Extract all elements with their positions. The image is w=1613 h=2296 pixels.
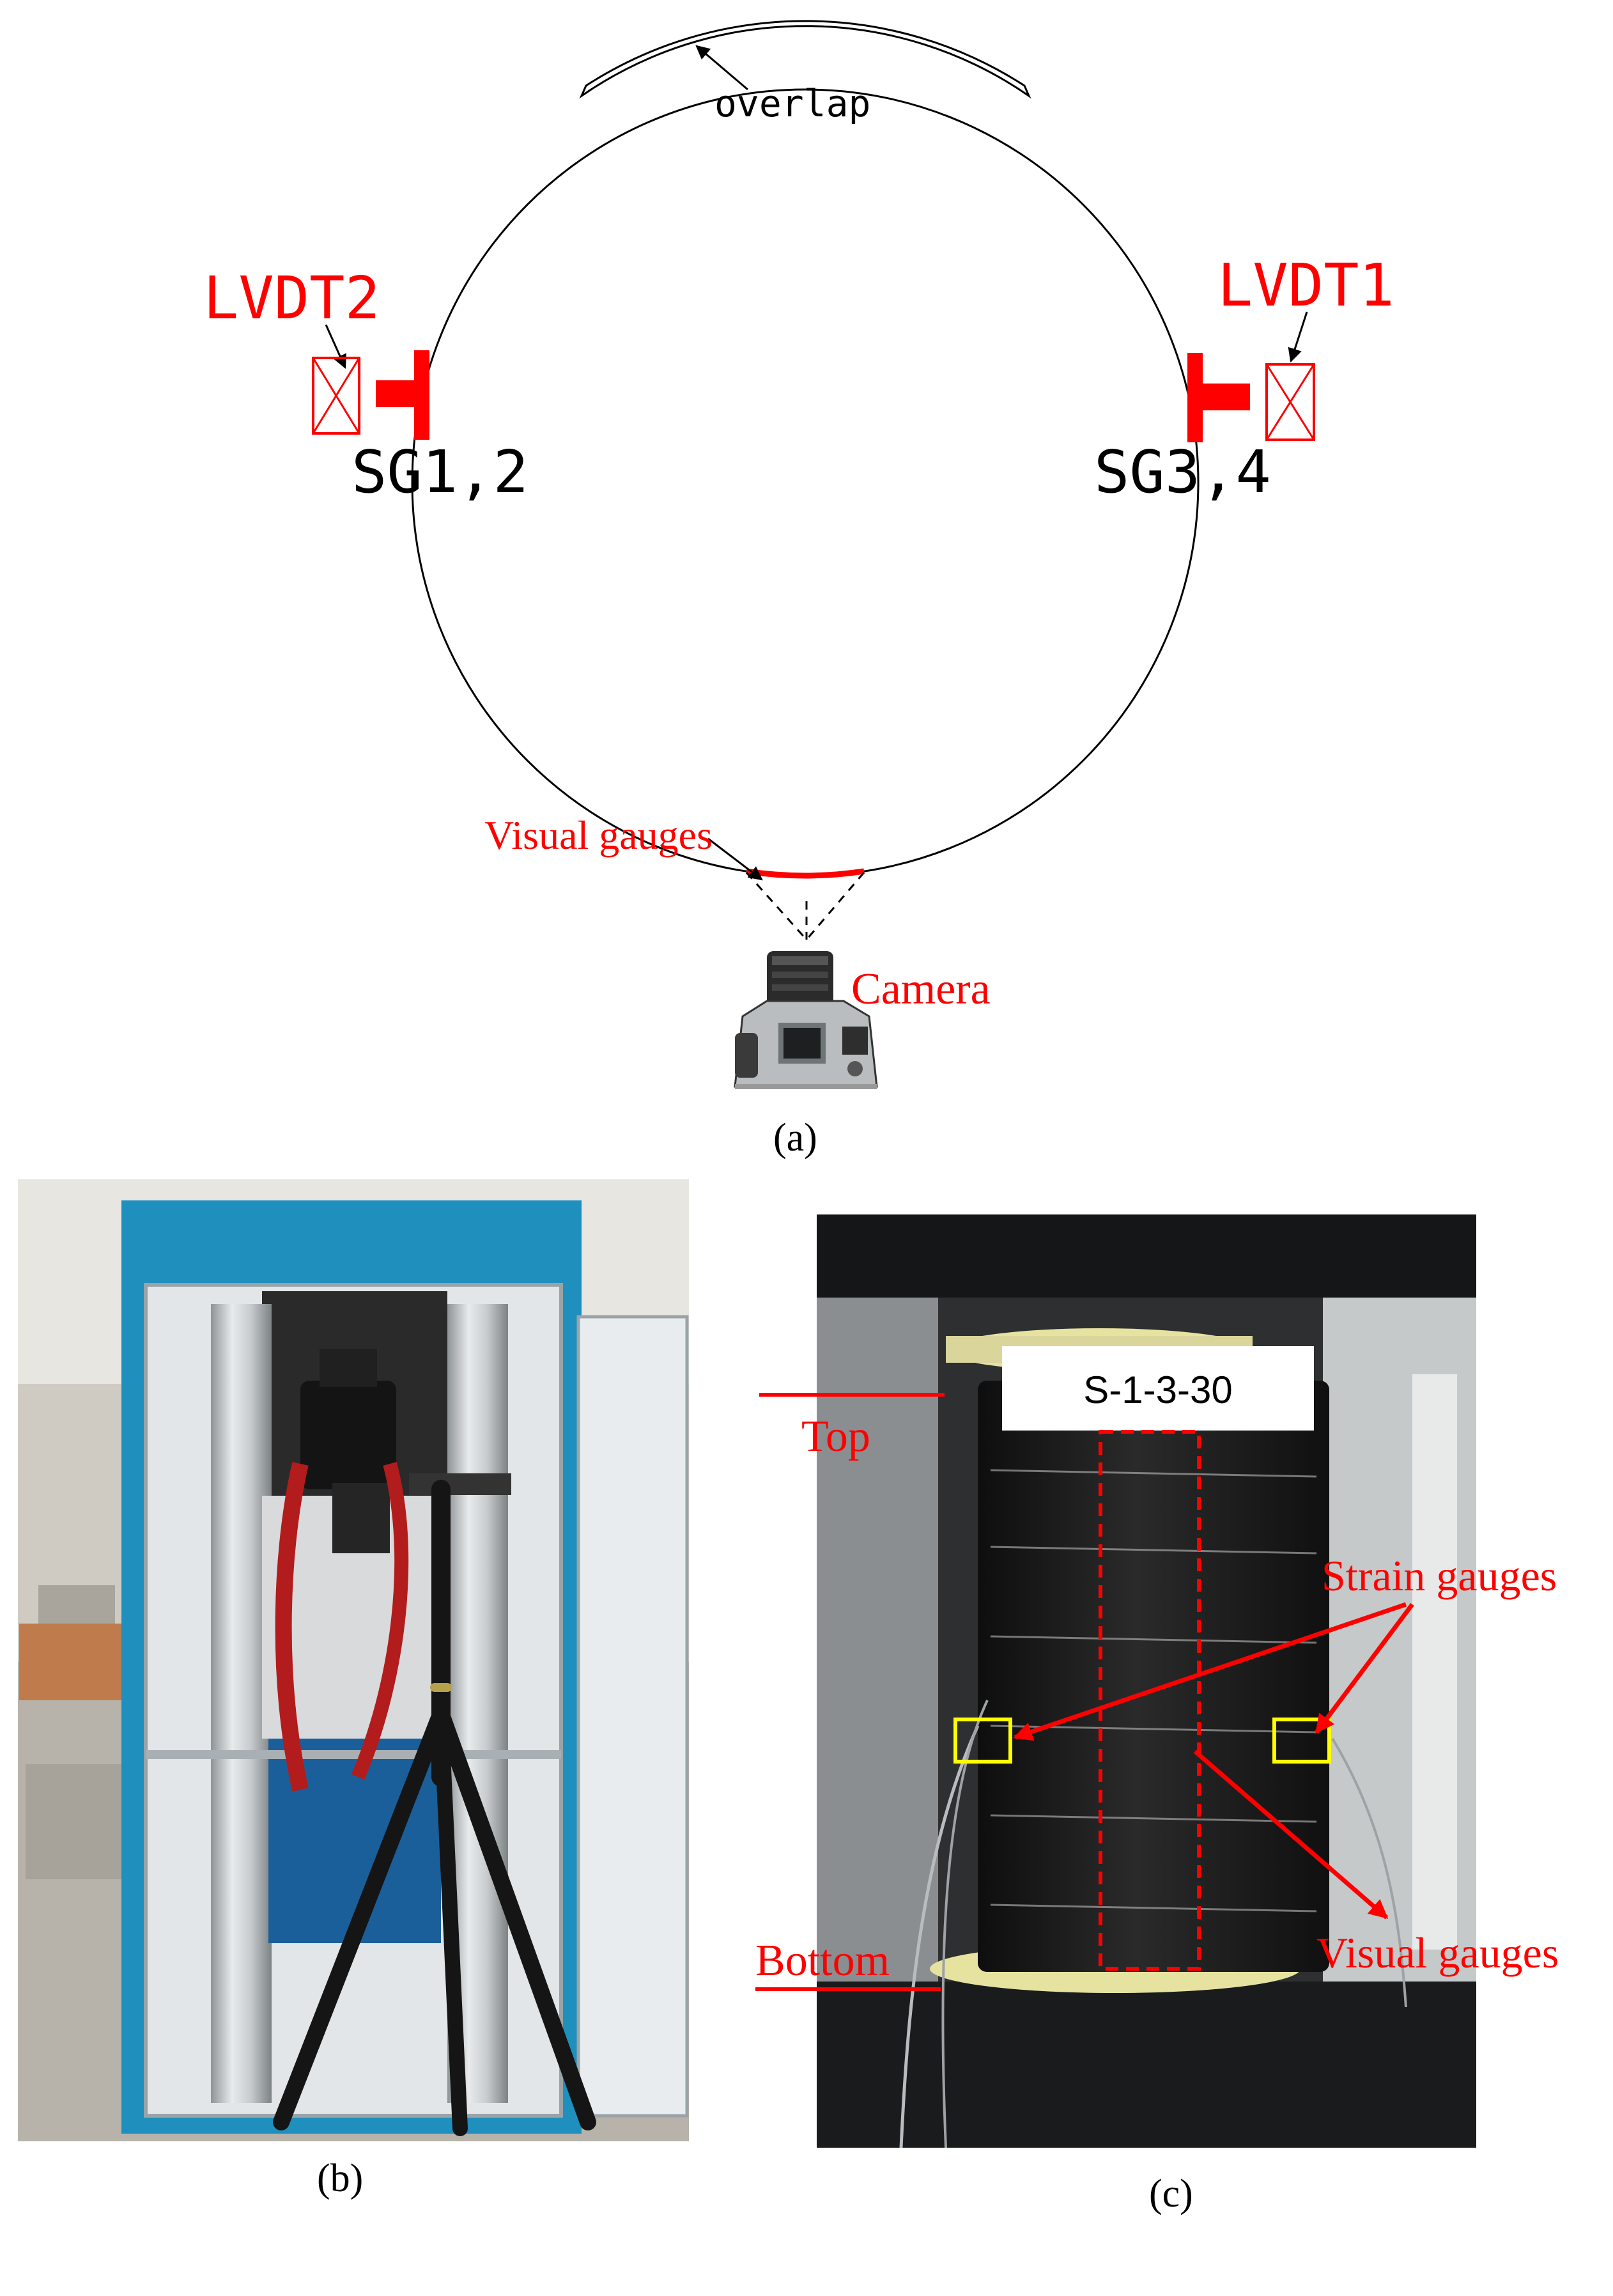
specimen-id-box [1002,1346,1314,1431]
caption-a: (a) [773,1116,817,1160]
lvdt2-label: LVDT2 [203,264,380,332]
top-label: Top [801,1412,870,1461]
rig-tripod [273,1480,596,2136]
panel-b-photo: (b) [18,1179,689,2200]
strain-gauge-box-left [953,1718,1012,1764]
camera-fov-line [805,872,865,940]
lvdt1-label: LVDT1 [1217,251,1394,320]
rig-tripod-head [409,1473,511,1495]
rig-camera-body [300,1381,396,1489]
sg12-label: SG1,2 [351,438,529,506]
machine-column-left [211,1304,272,2103]
lvdt2-leader [325,324,346,369]
photo-c-left-column [817,1298,938,2001]
rig-camera-strap [275,1462,309,1792]
visual-gauges-leader [707,837,763,881]
photo-b-crate [19,1624,134,1700]
caption-b: (b) [317,2157,363,2200]
panel-a-schematic: overlap LVDT2 SG1,2 LVDT1 SG3,4 Visual g… [203,20,1394,1160]
strain-gauges-arrow-left [1013,1602,1407,1741]
strain-gauges-arrow-right [1315,1602,1414,1734]
specimen-id-label: S-1-3-30 [1083,1369,1232,1411]
camera-fov-line [745,871,808,941]
sg12-block [376,380,418,407]
lvdt2-cross [312,357,360,434]
visual-gauges-region [1099,1430,1201,1971]
panel-c-photo: S-1-3-30 Top Bottom Strain gauges Visual… [755,1214,1559,2215]
photo-c-light [1412,1374,1457,1950]
visual-gauges-arrow [1193,1749,1389,1920]
strain-gauge-box-right [1272,1718,1331,1764]
visual-gauges-label: Visual gauges [484,812,713,858]
lvdt2-box [312,357,360,435]
caption-c: (c) [1149,2172,1193,2215]
sg12-block [414,350,429,440]
photo-c-upper-platen [817,1214,1476,1298]
strain-gauges-label: Strain gauges [1322,1551,1557,1600]
gauge-wire [941,1700,989,2148]
lvdt1-leader [1288,311,1308,363]
visual-gauges-strip [746,868,865,879]
overlap-strip [579,20,1031,99]
specimen-texture [990,1469,1317,1912]
overlap-leader [695,45,748,91]
machine-open-door [576,1315,689,2118]
rig-camera-grip [332,1483,390,1553]
gauge-wire [899,1725,980,2148]
camera-icon [734,951,878,1089]
rig-camera-strap [351,1462,409,1780]
rig-camera-prism [320,1349,377,1387]
overlap-label: overlap [714,82,870,125]
bottom-label: Bottom [755,1936,890,1985]
specimen-cross-section [411,88,1200,877]
camera-label: Camera [851,965,991,1014]
specimen-body [978,1381,1329,1972]
lvdt1-cross [1265,364,1315,440]
sg34-block [1199,384,1250,410]
visual-gauges-photo-label: Visual gauges [1316,1928,1559,1977]
photo-c-lower-platen [817,1982,1476,2148]
gauge-wire [1331,1737,1407,2008]
machine-door-rail [146,1750,561,1759]
lvdt1-box [1265,363,1315,441]
sg34-label: SG3,4 [1094,438,1271,506]
